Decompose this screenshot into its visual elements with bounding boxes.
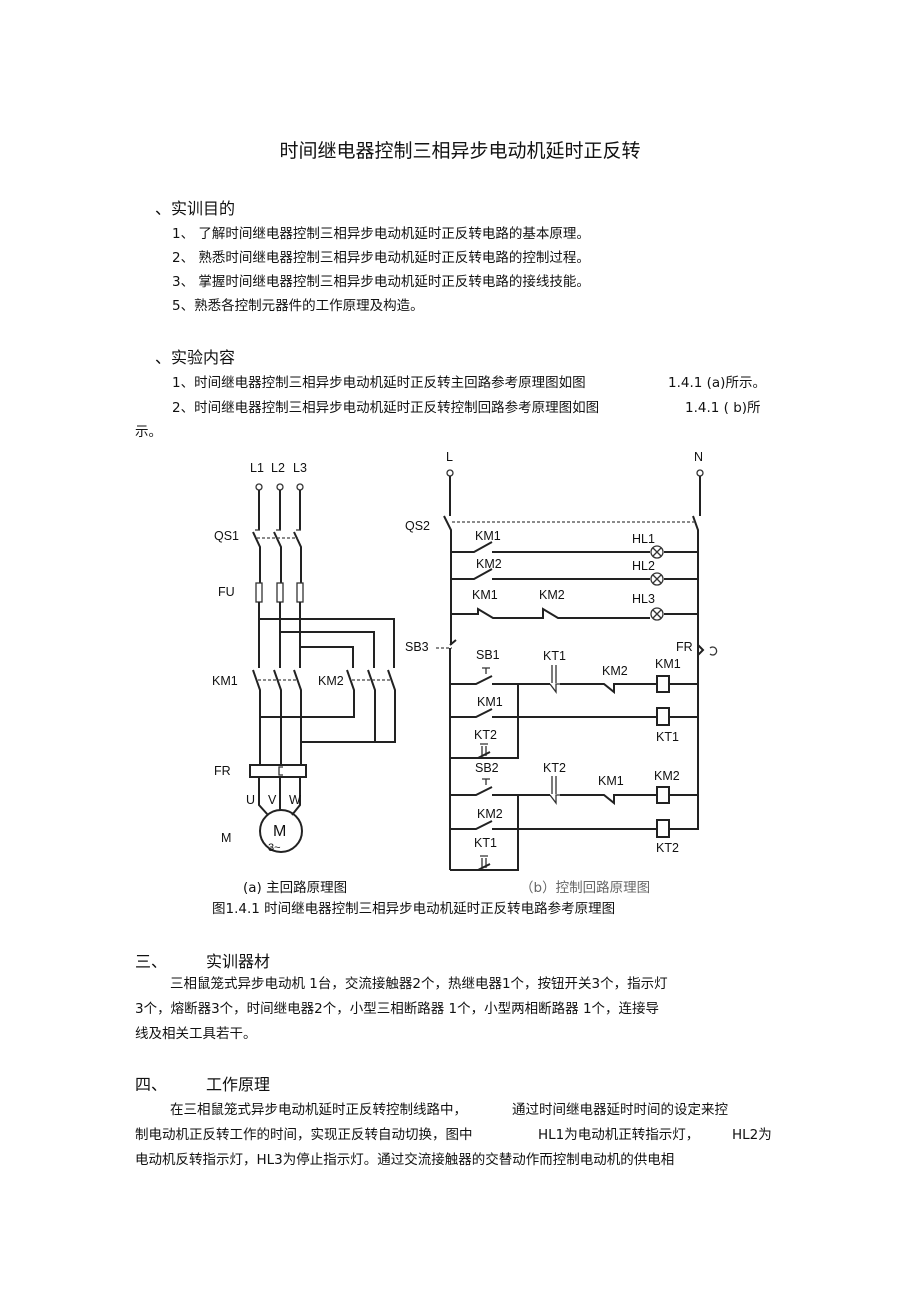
- diagram-label: 3~: [268, 842, 281, 854]
- diagram-label: KM2: [539, 588, 565, 602]
- diagram-label: HL2: [632, 559, 655, 573]
- diagram-label: FR: [676, 640, 693, 654]
- diagram-label: L2: [271, 461, 285, 475]
- section-heading-principle: 工作原理: [206, 1075, 271, 1094]
- diagram-label: FU: [218, 585, 235, 599]
- paragraph-line: 电动机反转指示灯，HL3为停止指示灯。通过交流接触器的交替动作而控制电动机的供电…: [135, 1152, 675, 1168]
- section-heading-objectives: 、实训目的: [155, 199, 236, 218]
- diagram-label: SB2: [475, 761, 499, 775]
- diagram-label: U: [246, 793, 255, 807]
- diagram-label: KT1: [474, 836, 497, 850]
- diagram-label: KM1: [598, 774, 624, 788]
- figure-ref: 1.4.1 ( b)所: [685, 400, 761, 416]
- list-item: 5、熟悉各控制元器件的工作原理及构造。: [172, 298, 424, 314]
- diagram-label: KM2: [602, 664, 628, 678]
- diagram-label: M: [221, 831, 231, 845]
- paragraph-line: 在三相鼠笼式异步电动机延时正反转控制线路中，: [170, 1102, 467, 1118]
- diagram-label: HL1: [632, 532, 655, 546]
- diagram-label: KT1: [543, 649, 566, 663]
- diagram-label: L: [446, 450, 453, 464]
- page-title: 时间继电器控制三相异步电动机延时正反转: [279, 140, 641, 162]
- diagram-label: KM1: [477, 695, 503, 709]
- section-number: 四、: [135, 1075, 168, 1094]
- diagram-label: M: [273, 823, 286, 840]
- circuit-diagram: L1 L2 L3 QS1 FU KM1 KM2 FR U V W M 3~ M …: [212, 450, 718, 871]
- diagram-label: KT1: [656, 730, 679, 744]
- section-heading-content: 、实验内容: [155, 348, 236, 367]
- diagram-label: L1: [250, 461, 264, 475]
- list-item: 3、 掌握时间继电器控制三相异步电动机延时正反转电路的接线技能。: [172, 274, 590, 290]
- diagram-label: W: [289, 793, 301, 807]
- diagram-label: KM2: [477, 807, 503, 821]
- paragraph-line: 示。: [135, 424, 162, 440]
- control-circuit: L N QS2 KM1 KM2 KM1 KM2 HL1 HL2 HL3 SB3 …: [405, 450, 718, 871]
- diagram-label: QS1: [214, 529, 239, 543]
- diagram-label: KM2: [476, 557, 502, 571]
- paragraph-line: 通过时间继电器延时时间的设定来控: [512, 1102, 728, 1118]
- paragraph-line: HL2为: [732, 1127, 772, 1143]
- diagram-label: KM2: [318, 674, 344, 688]
- diagram-label: FR: [214, 764, 231, 778]
- caption-a: (a) 主回路原理图: [243, 880, 348, 896]
- diagram-label: HL3: [632, 592, 655, 606]
- diagram-label: KM1: [475, 529, 501, 543]
- paragraph-line: 制电动机正反转工作的时间，实现正反转自动切换，图中: [135, 1127, 473, 1143]
- diagram-label: N: [694, 450, 703, 464]
- caption-b: （b）控制回路原理图: [520, 880, 651, 896]
- list-item: 2、 熟悉时间继电器控制三相异步电动机延时正反转电路的控制过程。: [172, 250, 590, 266]
- diagram-label: KM1: [212, 674, 238, 688]
- main-circuit: L1 L2 L3 QS1 FU KM1 KM2 FR U V W M 3~ M: [212, 461, 396, 854]
- paragraph-line: 2、时间继电器控制三相异步电动机延时正反转控制回路参考原理图如图: [172, 400, 600, 416]
- paragraph-line: 3个，熔断器3个，时间继电器2个，小型三相断路器 1个，小型两相断路器 1个，连…: [135, 1001, 660, 1017]
- diagram-label: V: [268, 793, 277, 807]
- paragraph-line: HL1为电动机正转指示灯，: [538, 1127, 700, 1143]
- figure-caption: 图1.4.1 时间继电器控制三相异步电动机延时正反转电路参考原理图: [212, 901, 616, 917]
- paragraph-line: 三相鼠笼式异步电动机 1台，交流接触器2个，热继电器1个，按钮开关3个，指示灯: [170, 976, 668, 992]
- section-heading-materials: 实训器材: [206, 952, 271, 971]
- paragraph-line: 1、时间继电器控制三相异步电动机延时正反转主回路参考原理图如图: [172, 375, 586, 391]
- figure-ref: 1.4.1 (a)所示。: [668, 375, 766, 391]
- diagram-label: KT2: [543, 761, 566, 775]
- diagram-label: KM2: [654, 769, 680, 783]
- diagram-label: KM1: [472, 588, 498, 602]
- list-item: 1、 了解时间继电器控制三相异步电动机延时正反转电路的基本原理。: [172, 226, 590, 242]
- diagram-label: SB1: [476, 648, 500, 662]
- diagram-label: KM1: [655, 657, 681, 671]
- diagram-label: KT2: [474, 728, 497, 742]
- diagram-label: SB3: [405, 640, 429, 654]
- paragraph-line: 线及相关工具若干。: [135, 1026, 257, 1042]
- diagram-label: KT2: [656, 841, 679, 855]
- diagram-label: QS2: [405, 519, 430, 533]
- section-number: 三、: [135, 952, 168, 971]
- diagram-label: L3: [293, 461, 307, 475]
